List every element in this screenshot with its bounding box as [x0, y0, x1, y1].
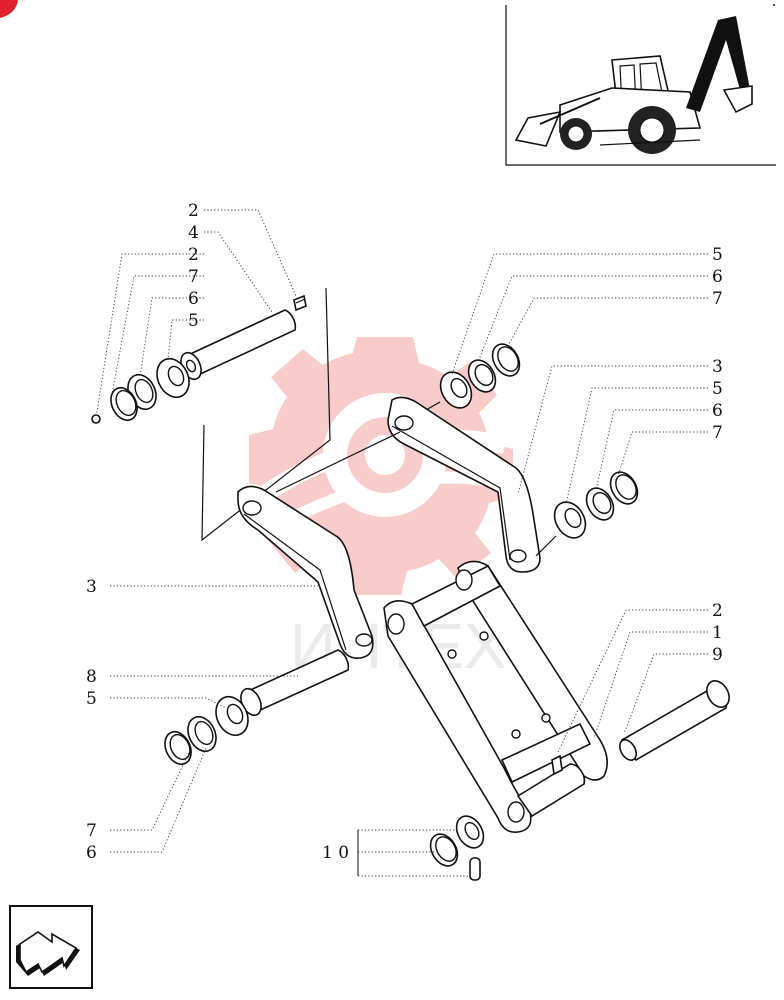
machine-thumbnail	[505, 4, 776, 166]
callout-label: 6	[188, 289, 199, 309]
callout-label: 6	[86, 843, 97, 863]
callout-label: 5	[712, 245, 723, 265]
corner-badge	[0, 0, 18, 18]
lower-pin-group	[164, 649, 350, 766]
callout-label: 6	[712, 267, 723, 287]
callout-label: 5	[712, 379, 723, 399]
backhoe-loader-icon	[514, 16, 753, 154]
grease-nipple-2a	[293, 294, 307, 312]
callout-label: 7	[188, 267, 199, 287]
callout-label: 4	[188, 223, 199, 243]
callout-label: 9	[712, 645, 723, 665]
callout-labels: 2 4 2 7 6 5 5 6 7 3 5 6 7 3 2 1 9 8 5 7 …	[86, 201, 723, 863]
callout-label: 1	[712, 623, 723, 643]
link-arm-3-left	[237, 431, 401, 660]
callout-label: 6	[712, 401, 723, 421]
callout-label: 2	[712, 601, 723, 621]
callout-label: 8	[86, 667, 97, 687]
callout-label: 7	[86, 821, 97, 841]
callout-label: 5	[86, 689, 97, 709]
link-arm-3-right	[387, 396, 541, 573]
callout-label: 1 0	[322, 843, 349, 863]
callout-label: 3	[86, 577, 97, 597]
main-frame-1	[383, 560, 608, 834]
upper-pin-group	[91, 287, 331, 542]
pin-9	[619, 680, 730, 762]
retainer-assembly-10	[429, 815, 485, 881]
callout-label: 7	[712, 289, 723, 309]
callout-label: 2	[188, 201, 199, 221]
callout-label: 7	[712, 423, 723, 443]
return-arrow-icon[interactable]	[9, 905, 93, 989]
callout-label: 3	[712, 357, 723, 377]
callout-label: 2	[188, 245, 199, 265]
pin-4	[184, 309, 297, 378]
callout-label: 5	[188, 311, 199, 331]
leader-lines	[95, 209, 708, 877]
mid-right-bushings	[535, 471, 639, 557]
